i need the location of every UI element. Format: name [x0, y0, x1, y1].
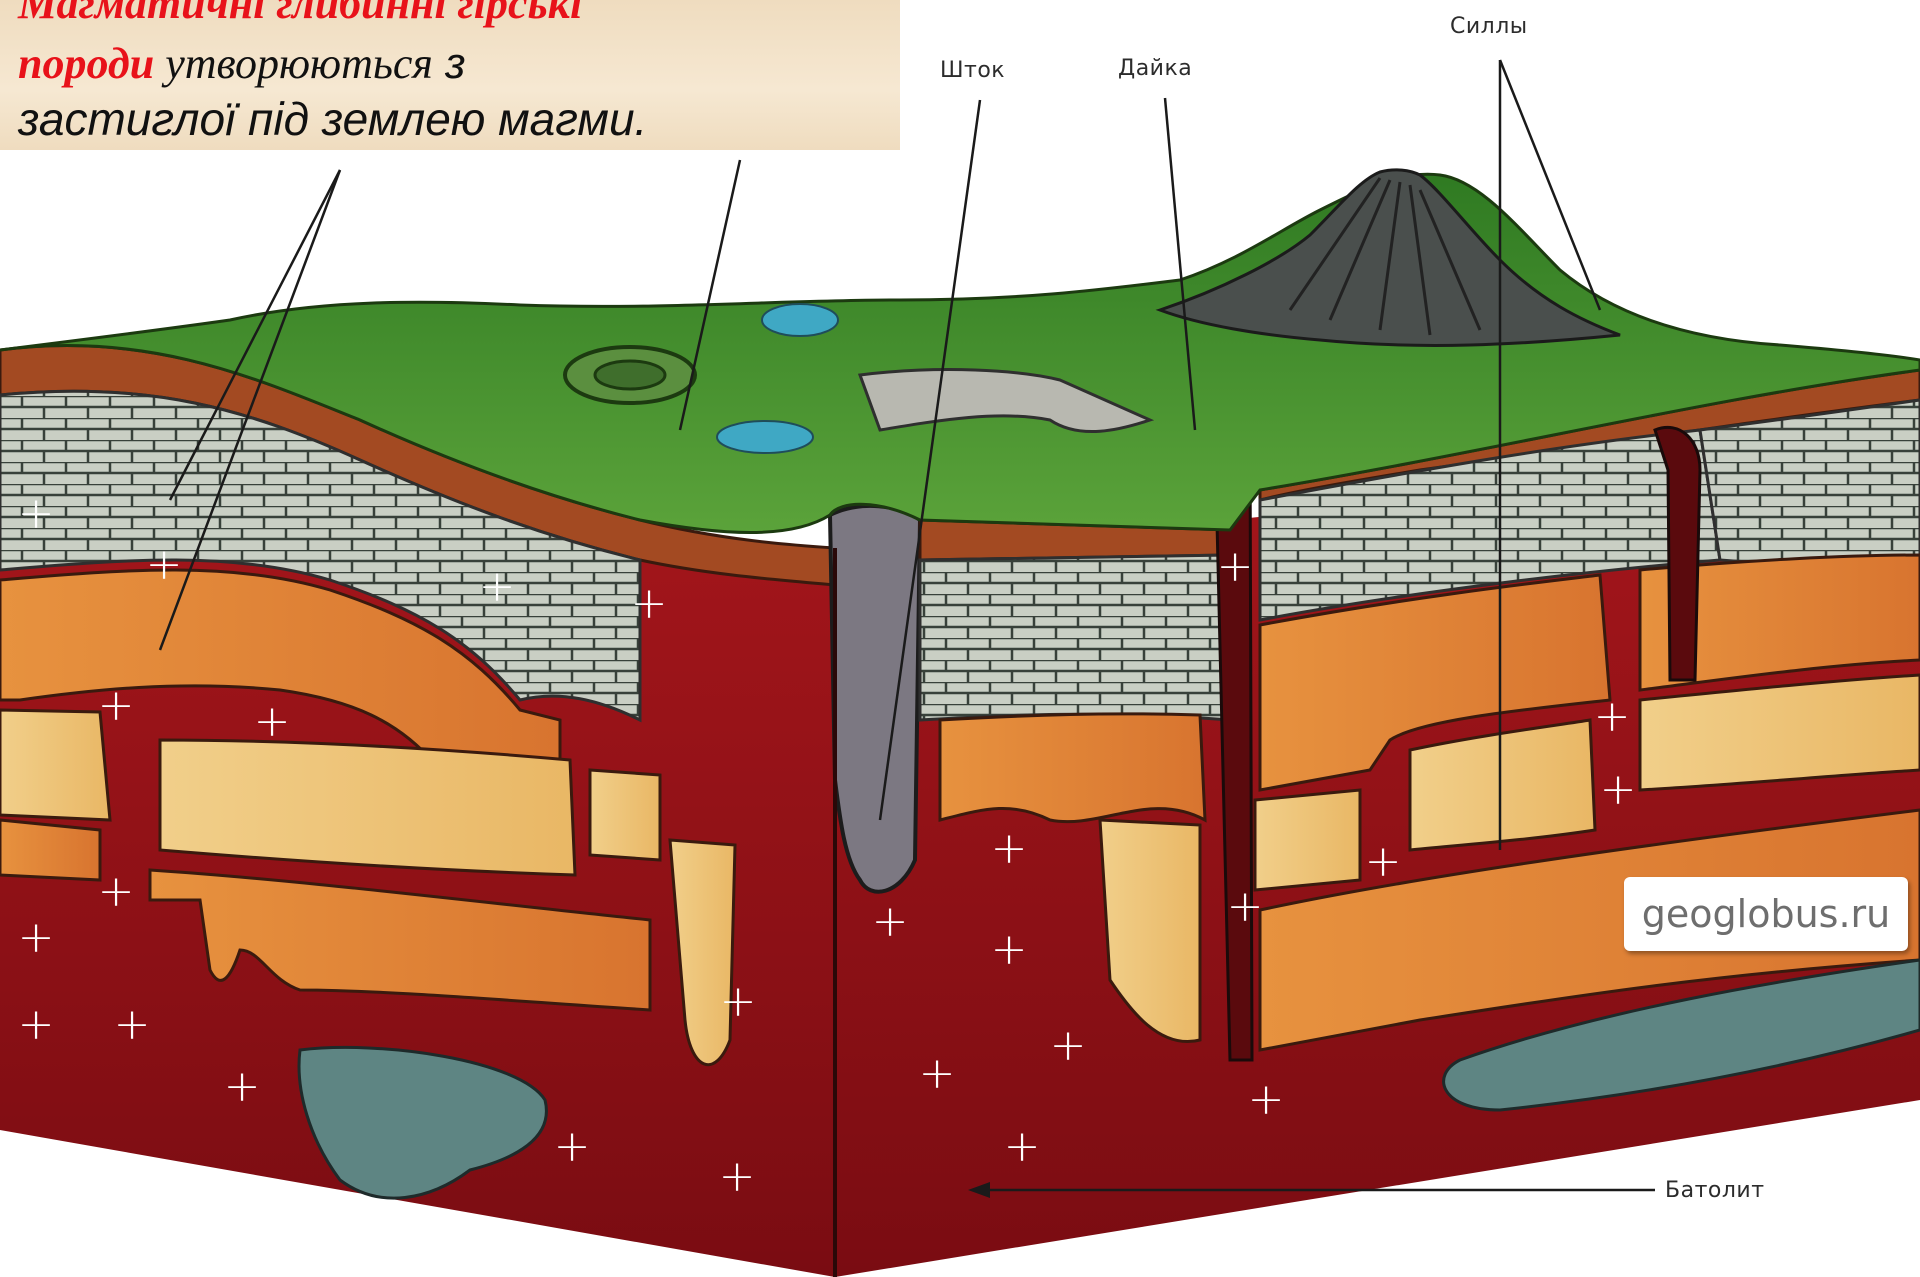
crater-inner [595, 361, 665, 389]
right-brick-layer-c [1700, 400, 1920, 564]
magma-plus-marker: + [1596, 768, 1640, 812]
magma-plus-marker: + [1213, 545, 1257, 589]
label-batholith: Батолит [1665, 1178, 1765, 1203]
magma-plus-marker: + [716, 980, 760, 1024]
caption-line-3: застиглої під землею магми. [18, 92, 647, 146]
left-orange-lower [0, 820, 100, 880]
magma-plus-marker: + [142, 543, 186, 587]
magma-plus-marker: + [715, 1155, 759, 1199]
magma-plus-marker: + [250, 700, 294, 744]
magma-plus-marker: + [1590, 695, 1634, 739]
right-orange-layer-a [940, 714, 1205, 822]
magma-plus-marker: + [987, 827, 1031, 871]
left-yellow-layer-b [160, 740, 575, 875]
caption-line-2: породи утворюються з [18, 38, 466, 89]
magma-plus-marker: + [1223, 885, 1267, 929]
caption-keyword: породи [18, 39, 154, 88]
magma-plus-marker: + [1244, 1078, 1288, 1122]
magma-plus-marker: + [94, 684, 138, 728]
magma-plus-marker: + [1000, 1125, 1044, 1169]
magma-plus-marker: + [550, 1125, 594, 1169]
magma-plus-marker: + [94, 870, 138, 914]
magma-plus-marker: + [14, 916, 58, 960]
label-sills: Силлы [1450, 14, 1528, 39]
magma-plus-marker: + [110, 1003, 154, 1047]
caption-verb: утворюються [154, 39, 433, 88]
label-dike: Дайка [1118, 56, 1192, 81]
magma-plus-marker: + [915, 1052, 959, 1096]
magma-plus-marker: + [868, 900, 912, 944]
lake-1 [762, 304, 838, 336]
magma-plus-marker: + [987, 928, 1031, 972]
magma-plus-marker: + [14, 1003, 58, 1047]
magma-plus-marker: + [220, 1065, 264, 1109]
left-yellow-layer-c [590, 770, 660, 860]
caption-box: Магматичні глибинні гірські породи утвор… [0, 0, 900, 150]
magma-plus-marker: + [1361, 840, 1405, 884]
caption-line-1: Магматичні глибинні гірські [18, 0, 582, 29]
magma-plus-marker: + [14, 492, 58, 536]
magma-plus-marker: + [475, 565, 519, 609]
caption-preposition: з [433, 39, 466, 88]
right-brick-layer-a [920, 555, 1230, 720]
stock-column [830, 506, 920, 892]
watermark: geoglobus.ru [1624, 877, 1908, 951]
magma-plus-marker: + [627, 582, 671, 626]
label-stock: Шток [940, 58, 1005, 83]
lake-2 [717, 421, 813, 453]
right-yellow-layer-b [1255, 790, 1360, 890]
magma-plus-marker: + [1046, 1024, 1090, 1068]
